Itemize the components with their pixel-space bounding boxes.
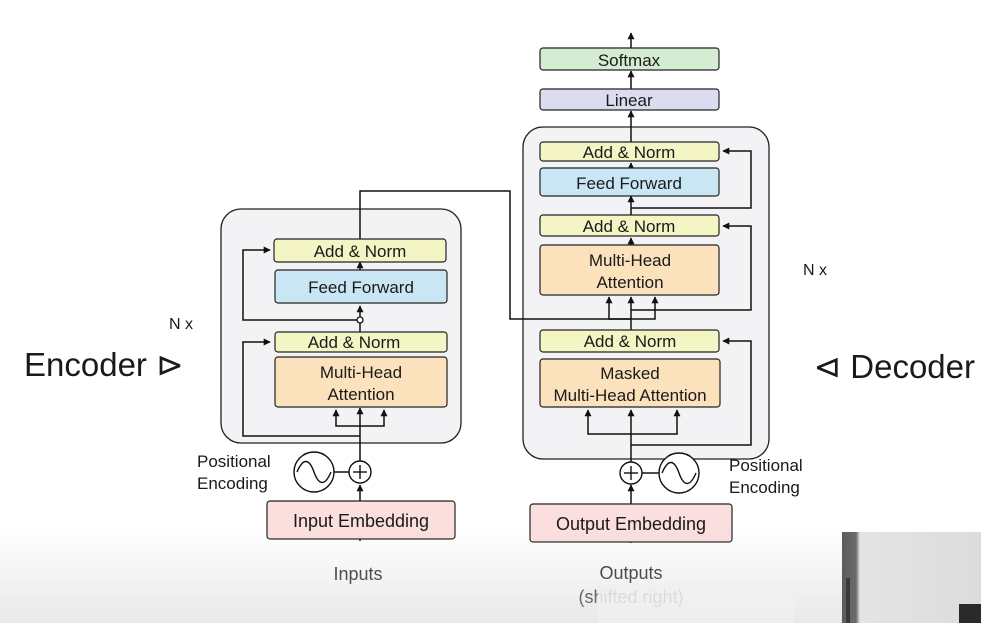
- encoder-repeat-label: N x: [169, 316, 193, 333]
- decoder-sine-path: [661, 461, 697, 485]
- input-embedding-label: Input Embedding: [293, 511, 429, 531]
- decoder-repeat-label: N x: [803, 262, 827, 279]
- junction-dot: [356, 316, 364, 324]
- subtitle-strip: [598, 584, 795, 623]
- masked-attention-line1: Masked: [600, 364, 660, 383]
- softmax-box: [539, 47, 720, 71]
- encoder-attention-line1: Multi-Head: [320, 363, 402, 382]
- encoder-add-norm-top: Add & Norm: [314, 242, 407, 261]
- decoder-title: ⊲ Decoder: [813, 348, 975, 385]
- decoder-attention-line2: Attention: [596, 273, 663, 292]
- outputs-label-line1: Outputs: [599, 563, 662, 583]
- encoder-add-norm-top-box: [273, 238, 447, 263]
- encoder-feed-forward-box: [274, 269, 448, 304]
- masked-attention-box: [539, 358, 721, 408]
- connector-lines: [242, 32, 752, 543]
- decoder-add-norm-1: Add & Norm: [583, 143, 676, 162]
- decoder-feed-forward: Feed Forward: [576, 174, 682, 193]
- decoder-feed-forward-box: [539, 167, 720, 197]
- decoder-add-norm-2-box: [539, 214, 720, 237]
- encoder-feed-forward: Feed Forward: [308, 278, 414, 297]
- encoder-attention-line2: Attention: [327, 385, 394, 404]
- masked-attention-line2: Multi-Head Attention: [553, 386, 706, 405]
- webcam-bar: [846, 578, 850, 623]
- decoder-add-norm-3: Add & Norm: [584, 332, 677, 351]
- encoder-positional-line1: Positional: [197, 452, 271, 471]
- output-embedding-label: Output Embedding: [556, 514, 706, 534]
- decoder-positional-line2: Encoding: [729, 478, 800, 497]
- inputs-label: Inputs: [333, 564, 382, 584]
- decoder-positional-line1: Positional: [729, 456, 803, 475]
- encoder-sine-path: [296, 460, 332, 484]
- softmax-label: Softmax: [598, 51, 661, 70]
- encoder-add-norm-bottom-box: [274, 331, 448, 353]
- decoder-attention-line1: Multi-Head: [589, 251, 671, 270]
- linear-label: Linear: [605, 91, 653, 110]
- decoder-add-norm-3-box: [539, 329, 720, 353]
- decoder-add-norm-1-box: [539, 141, 720, 162]
- encoder-title: Encoder ⊳: [24, 346, 184, 383]
- decoder-attention-box: [539, 244, 720, 296]
- encoder-positional-line2: Encoding: [197, 474, 268, 493]
- linear-box: [539, 88, 720, 111]
- webcam-knob: [959, 604, 981, 623]
- encoder-attention-box: [274, 356, 448, 408]
- encoder-add-norm-bottom: Add & Norm: [308, 333, 401, 352]
- webcam-overlay: [842, 532, 981, 623]
- decoder-add-norm-2: Add & Norm: [583, 217, 676, 236]
